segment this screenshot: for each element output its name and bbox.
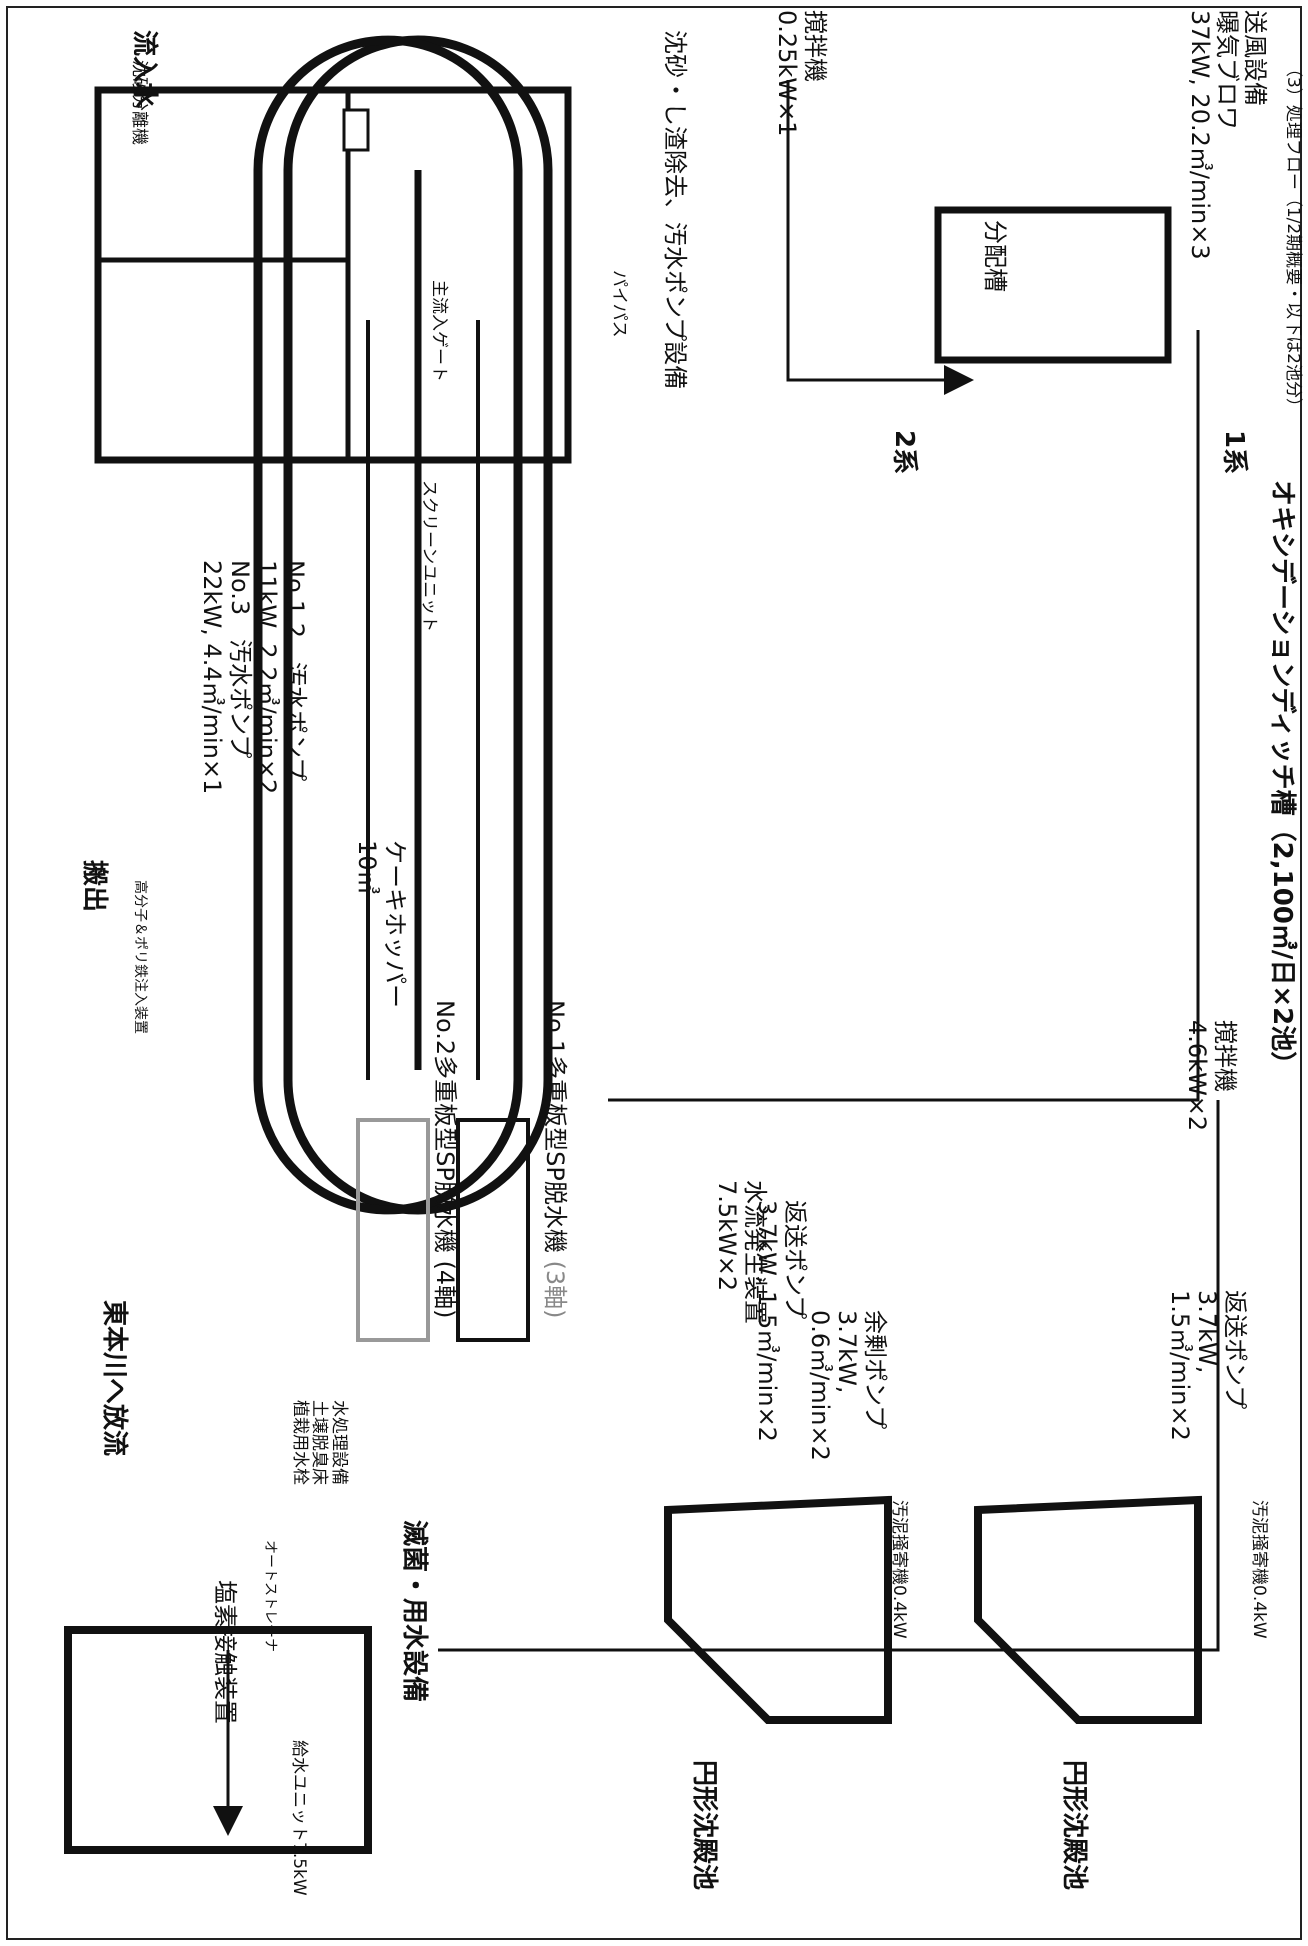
return-pump-2: 返送ポンプ 3.7kW, 1.5㎥/min×2: [753, 1200, 809, 1442]
pump-a-1: No.1,2 汚水ポンプ: [281, 560, 309, 782]
bypass-label: パイパス: [609, 270, 629, 338]
use-water-treatment: 水処理設備: [329, 1400, 349, 1485]
feed-unit: 給水ユニット7.5kW: [289, 1740, 309, 1896]
surplus-pump-spec2: 0.6㎥/min×2: [805, 1310, 834, 1461]
clarifier-1-scraper: 汚泥掻寄機0.4kW: [1249, 1500, 1269, 1639]
cake-out: 搬出: [79, 860, 109, 913]
pretreatment-title: 沈砂・し渣除去、汚水ポンプ設備: [661, 30, 689, 390]
distribution-mixer-spec: 0.25kW×1: [773, 10, 802, 137]
pretreatment-building: [94, 86, 572, 464]
dewater-no2: [356, 1118, 430, 1342]
return-pump-1-name: 返送ポンプ: [1221, 1290, 1249, 1410]
return-pump-1: 返送ポンプ 3.7kW, 1.5㎥/min×2: [1165, 1290, 1249, 1441]
distribution-tank: [934, 206, 1172, 364]
clarifier-2-body: [664, 1495, 892, 1724]
cake-hopper-volume: 10㎥: [353, 840, 382, 895]
dewater-no1-label: No.1多重板型SP脱水機 (3軸): [540, 1000, 569, 1319]
od-tank-1-outer: [283, 35, 553, 1215]
clarifier-2-scraper: 汚泥掻寄機0.4kW: [889, 1500, 909, 1639]
pump-a-2: 11kW, 2.2㎥/min×2: [253, 560, 282, 795]
return-pump-1-spec2: 1.5㎥/min×2: [1165, 1290, 1194, 1441]
dewater-no2-label: No.2多重板型SP脱水機 (4軸): [430, 1000, 459, 1319]
dewater-no1-name: No.1多重板型SP脱水機: [541, 1000, 569, 1253]
polymer-injector: 高分子＆ポリ鉄注入装置: [132, 880, 148, 1034]
line-2-label: 2系: [889, 430, 919, 475]
inflow-label: 流入水: [129, 30, 159, 109]
water-uses: 水処理設備 土壌脱臭床 植栽用水栓: [289, 1400, 349, 1485]
clarifier-2-name: 円形沈殿池: [689, 1760, 719, 1891]
cake-hopper: ケーキホッパー 10㎥: [353, 840, 409, 1008]
tank-title: オキシデーションディッチ槽（2,100㎥/日×2池）: [1267, 480, 1297, 1078]
blower-name: 曝気ブロワ: [1213, 10, 1242, 130]
cake-hopper-name: ケーキホッパー: [381, 840, 409, 1008]
distribution-mixer: 撹拌機 0.25kW×1: [773, 10, 829, 137]
pipe-return: [438, 1100, 1220, 1652]
screen-unit-label: スクリーンユニット: [419, 480, 439, 633]
pipe-air: [608, 330, 1200, 1102]
dewater-no1: [456, 1118, 530, 1342]
pump-b-1: No.3 汚水ポンプ: [225, 560, 254, 759]
distribution-title: 分配槽: [981, 220, 1009, 292]
blower-spec: 37kW, 20.2㎥/min×3: [1185, 10, 1214, 260]
clarifier-1-body: [974, 1495, 1202, 1724]
use-soil-deodor: 土壌脱臭床: [309, 1400, 330, 1485]
surplus-pump-name: 余剰ポンプ: [861, 1310, 889, 1430]
od-tank-2: [253, 35, 523, 1215]
return-pump-2-name: 返送ポンプ: [781, 1200, 809, 1320]
blower-title: 送風設備: [1241, 10, 1269, 106]
main-gate-label: 主流入ゲート: [429, 280, 449, 382]
surplus-pump: 余剰ポンプ 3.7kW, 0.6㎥/min×2: [805, 1310, 889, 1461]
dewater-no2-note: (4軸): [431, 1260, 459, 1319]
od-mixer: 撹拌機 4.6kW×2: [1183, 1020, 1239, 1132]
return-pump-1-spec1: 3.7kW,: [1193, 1290, 1222, 1374]
dewater-no1-note: (3軸): [541, 1260, 569, 1319]
distribution-mixer-name: 撹拌機: [801, 10, 829, 82]
use-planting: 植栽用水栓: [289, 1400, 310, 1485]
od-mixer-spec: 4.6kW×2: [1183, 1020, 1212, 1132]
pipe-inflow: [786, 80, 974, 395]
return-pump-2-spec: 3.7kW, 1.5㎥/min×2: [753, 1200, 782, 1442]
disinfection-title: 滅菌・用水設備: [399, 1520, 429, 1703]
auto-strainer: オートストレーナ: [262, 1540, 278, 1652]
dewater-no2-name: No.2多重板型SP脱水機: [431, 1000, 459, 1253]
clarifier-1-name: 円形沈殿池: [1059, 1760, 1089, 1891]
blower-block: 送風設備 曝気ブロワ 37kW, 20.2㎥/min×3: [1185, 10, 1269, 260]
od-mixer-name: 撹拌機: [1211, 1020, 1239, 1092]
caption: （3）処理フロー（1/2期概要・以下は2池分）: [1283, 60, 1303, 415]
pump-b-2: 22kW, 4.4㎥/min×1: [198, 560, 227, 795]
sewage-pump-block: No.1,2 汚水ポンプ 11kW, 2.2㎥/min×2 No.3 汚水ポンプ…: [198, 560, 309, 795]
chlorine-tank: [64, 1626, 372, 1854]
line-1-label: 1系: [1219, 430, 1249, 475]
surplus-pump-spec1: 3.7kW,: [833, 1310, 862, 1394]
discharge-label: 東本川へ放流: [99, 1300, 129, 1457]
chlorine-unit: 塩素接触装置: [211, 1580, 239, 1724]
outer-frame: [6, 6, 1302, 1940]
flow-gen-spec: 7.5kW×2: [713, 1180, 742, 1292]
